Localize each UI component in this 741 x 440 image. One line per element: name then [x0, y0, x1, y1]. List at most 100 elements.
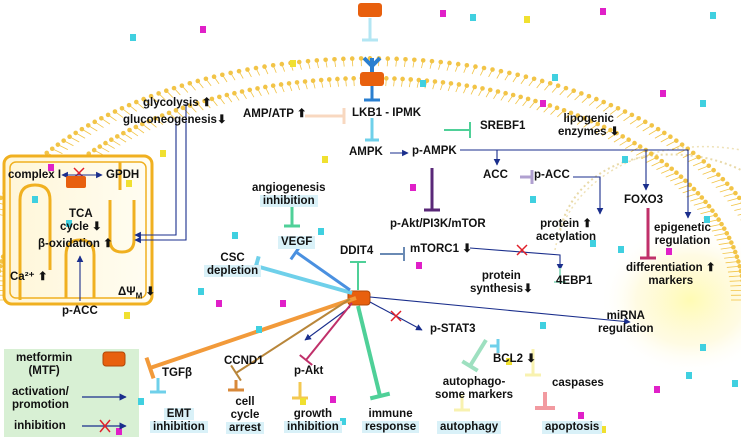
inhibition-tgfb-bar [144, 356, 156, 380]
p-acc-mito-label: p-ACC [62, 305, 98, 317]
foxo3-label: FOXO3 [624, 194, 663, 206]
pakt-pi3k-mtor-label: p-Akt/PI3K/mTOR [390, 218, 486, 230]
lipid-head [533, 98, 538, 104]
lipid-head [588, 118, 594, 124]
ampk-label: AMPK [349, 146, 383, 158]
confetti-square [660, 90, 666, 97]
confetti-square [32, 196, 38, 203]
caspases-label: caspases [552, 377, 604, 389]
lipid-head [690, 150, 696, 156]
lipid-head [217, 94, 222, 100]
lipid-head [699, 195, 705, 200]
metformin-mito-icon [66, 176, 86, 188]
lipid-head [416, 77, 422, 83]
lipid-head [112, 109, 118, 114]
lipid-head [464, 83, 470, 88]
lipid-head [99, 116, 104, 121]
arrow-pampk-to-epigenetic [470, 149, 692, 219]
arrow-pampk-to-acc [460, 149, 501, 166]
p-acc-label: p-ACC [534, 169, 570, 181]
mitochondrion [2, 154, 154, 306]
lipid-head [105, 112, 111, 118]
lipid-head [97, 144, 103, 149]
lipid-head [440, 80, 446, 85]
lipid-head [245, 67, 250, 72]
lipid-head [358, 56, 364, 61]
lipid-head [255, 86, 260, 91]
lipid-head [314, 58, 320, 63]
lipid-head [531, 76, 537, 82]
confetti-square [66, 220, 72, 227]
lipid-head [729, 186, 734, 191]
lipid-head [180, 105, 186, 111]
nucleus-envelope [559, 153, 741, 231]
lipid-head [455, 61, 461, 67]
lipid-head [286, 81, 292, 86]
lipid-head [726, 235, 732, 241]
lipid-head [664, 162, 670, 168]
lipid-head [202, 98, 207, 104]
lipid-head [654, 155, 659, 160]
lipid-head [392, 76, 397, 81]
lipid-head [114, 134, 120, 139]
lipid-head [615, 105, 621, 111]
lipid-head [412, 57, 417, 63]
lipid-head [655, 126, 661, 132]
lipid-head [674, 170, 679, 176]
confetti-square [330, 396, 336, 403]
lipid-head [163, 88, 169, 94]
lipid-head [507, 70, 512, 76]
lipid-head [601, 124, 607, 130]
lipid-head [547, 103, 553, 108]
lipid-head [525, 96, 531, 102]
lipid-head [341, 56, 346, 62]
lipid-head [729, 240, 734, 245]
mtorc1-label: mTORC1 ⬇ [410, 243, 472, 255]
lipid-head [732, 249, 738, 255]
lipid-head [343, 76, 348, 81]
confetti-square [524, 16, 530, 23]
lipid-head [49, 146, 55, 152]
lipid-head [247, 87, 253, 93]
lipid-head [498, 68, 504, 74]
tgfb-label: TGFβ [162, 367, 193, 379]
lipid-head [734, 254, 740, 260]
beta-oxidation-label: β-oxidation ⬆ [38, 238, 113, 250]
lipid-head [738, 268, 741, 274]
differentiation-markers-label: differentiation ⬆markers [626, 262, 716, 287]
lipid-head [481, 65, 487, 71]
lipid-head [55, 142, 61, 147]
arrow-mtorc1-to-4ebp1 [469, 247, 564, 271]
lipid-head [547, 80, 553, 86]
lipid-head [429, 58, 435, 64]
lipid-head [310, 78, 316, 84]
p-stat3-label: p-STAT3 [430, 323, 476, 335]
lipid-head [349, 56, 355, 61]
lipid-head [703, 199, 708, 205]
inhibition-pakt-bar [299, 354, 313, 366]
confetti-square [666, 248, 672, 255]
lipid-head [194, 100, 200, 106]
legend-metformin-icon [102, 351, 126, 367]
lipid-tail [730, 202, 741, 207]
gluconeogenesis-label: gluconeogenesis⬇ [123, 114, 227, 126]
lipid-head [141, 96, 146, 102]
lipid-head [133, 99, 139, 105]
lipid-head [683, 178, 688, 184]
lipid-head [173, 108, 179, 113]
lipid-head [385, 56, 391, 61]
lipid-head [710, 208, 715, 213]
lipid-head [724, 181, 730, 187]
lipid-head [384, 76, 389, 81]
lipid-head [737, 263, 741, 269]
lipid-head [731, 244, 736, 250]
confetti-square [256, 326, 262, 333]
lipid-head [490, 67, 495, 72]
cross-mark-icon [99, 419, 111, 433]
confetti-square [540, 322, 546, 329]
inhibition-vegf [295, 250, 351, 292]
membrane-potential-label: ΔΨM ⬇ [118, 286, 156, 301]
